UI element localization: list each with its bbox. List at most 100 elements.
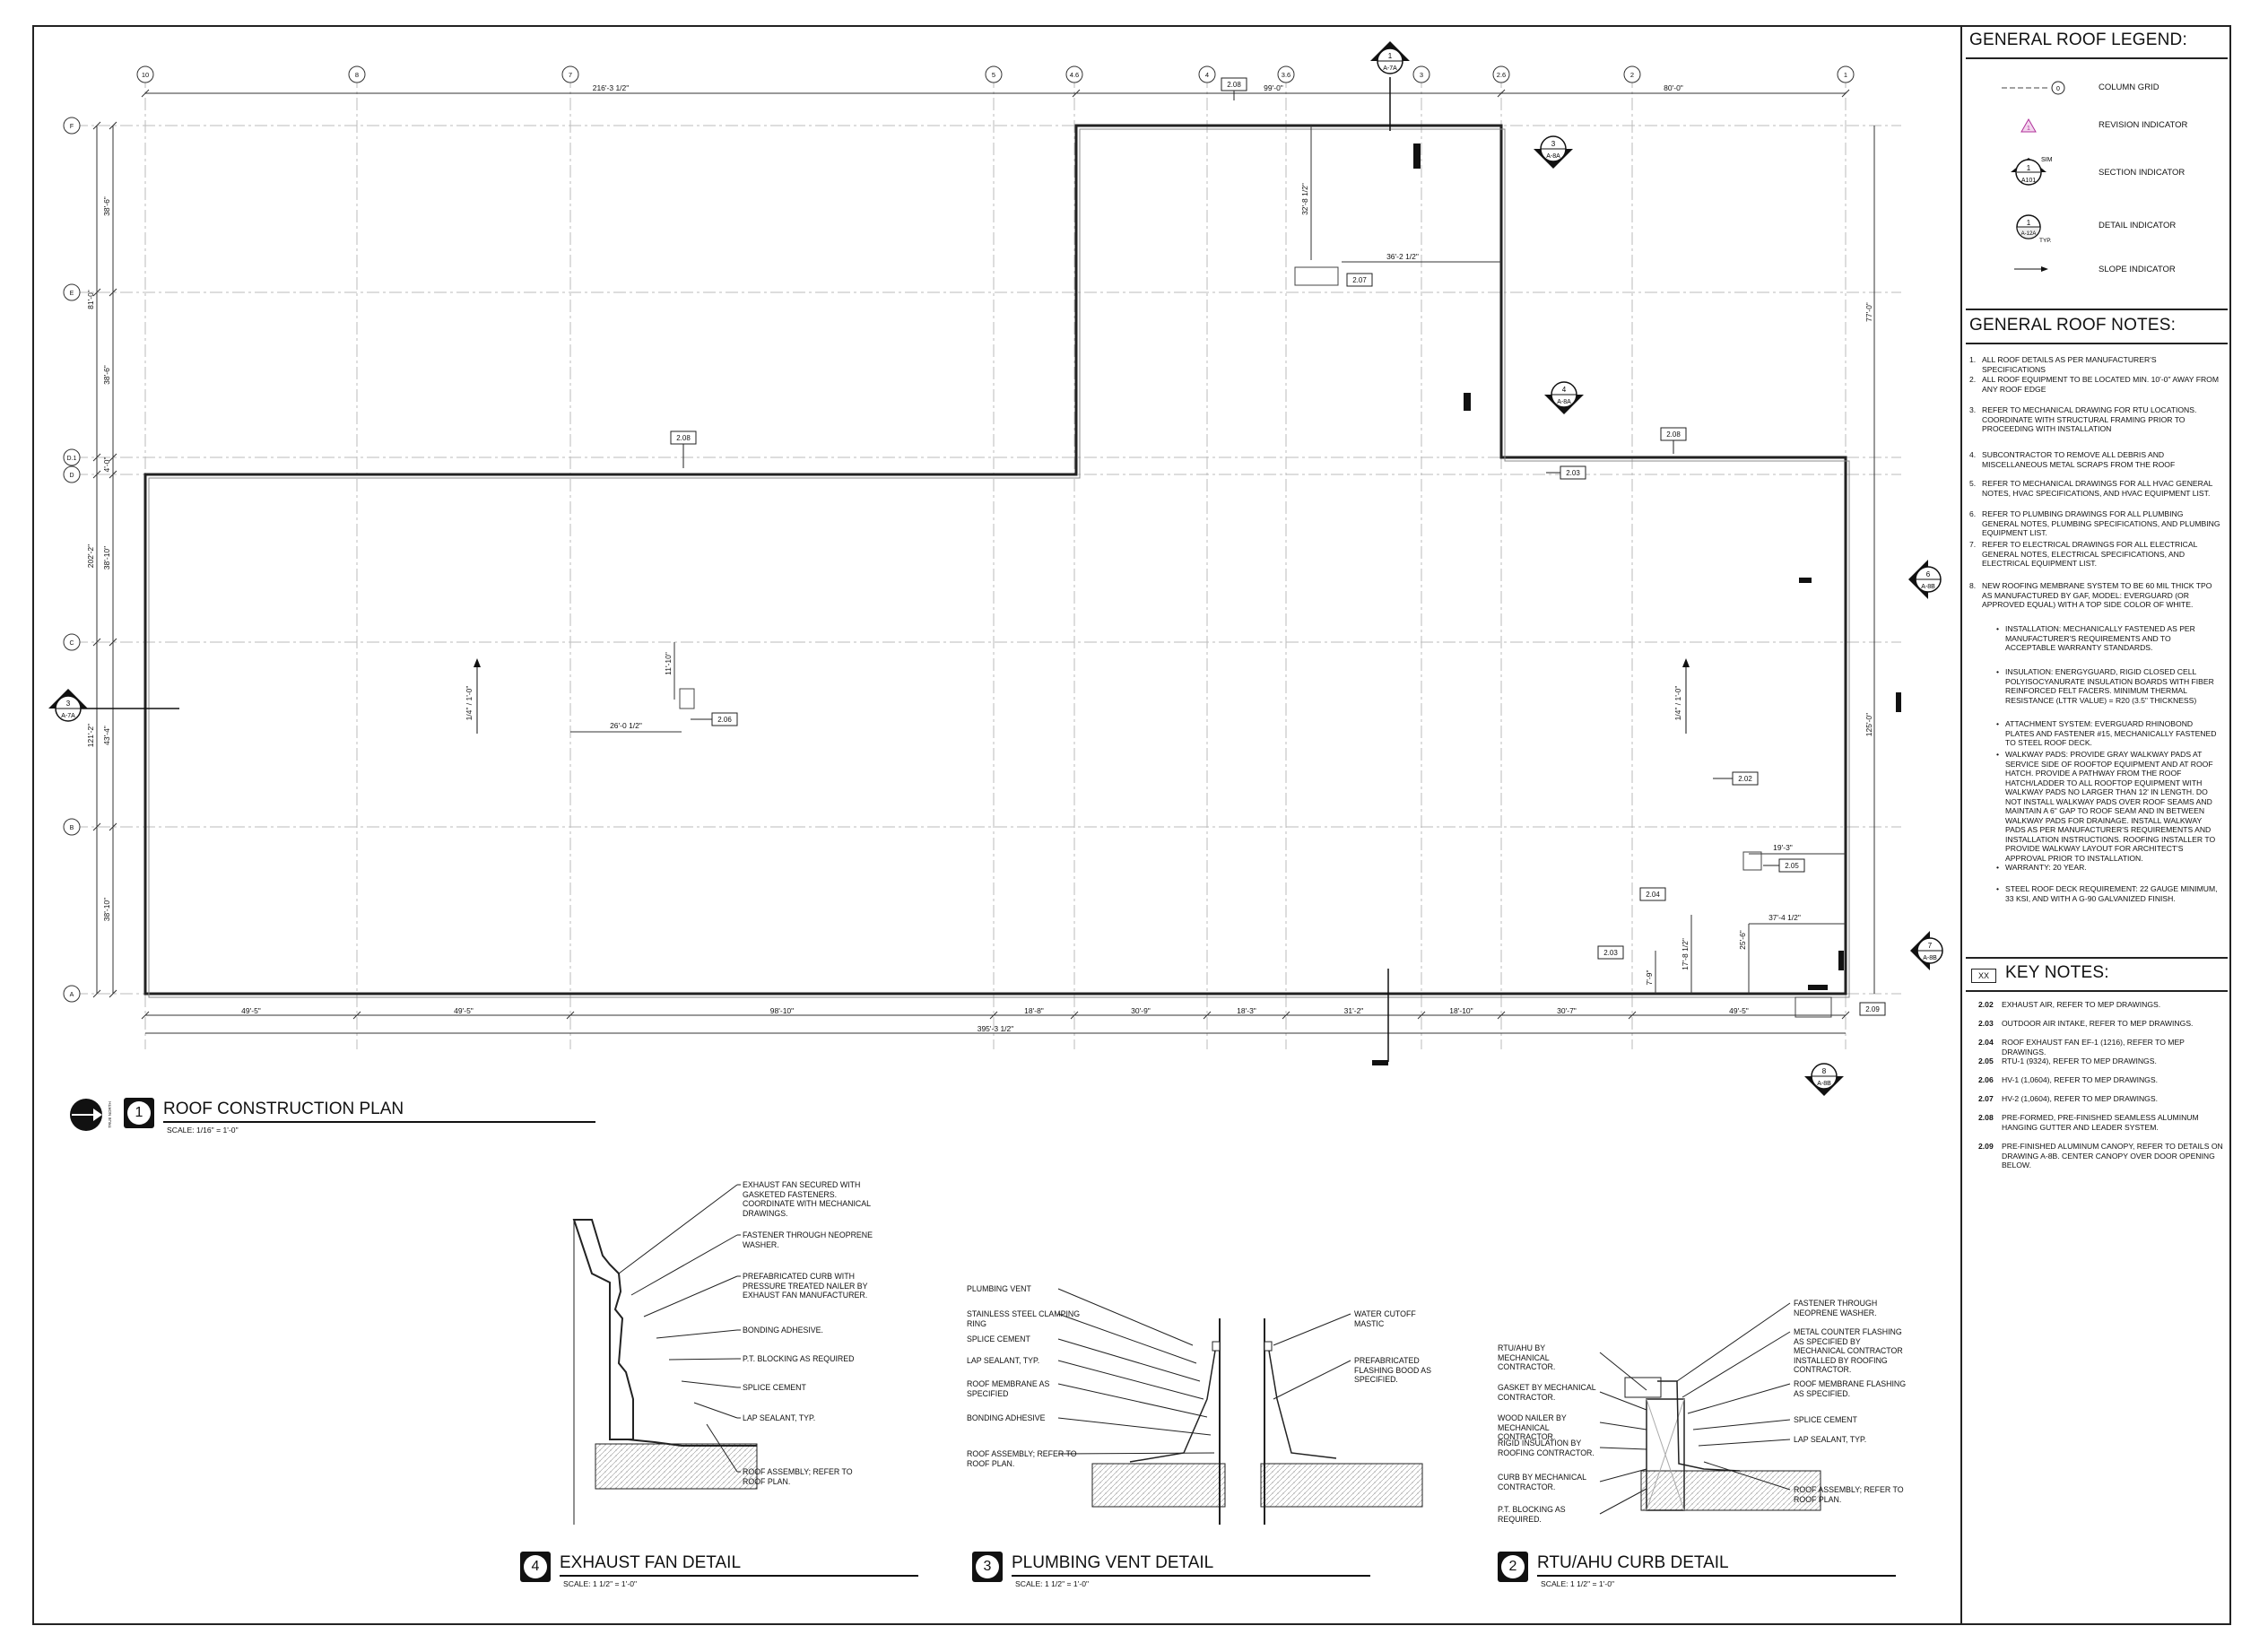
column-grid-label: 3 (1420, 71, 1423, 79)
dim-left-inner: 4'-0" (102, 457, 111, 473)
dim-bottom: 30'-7" (1557, 1006, 1577, 1015)
note-bullet: •WARRANTY: 20 YEAR. (1996, 863, 2087, 872)
dim-tick (141, 89, 150, 98)
callout-leader (1057, 1360, 1204, 1400)
dim-tick (1841, 89, 1850, 98)
rtu-curb-callout: LAP SEALANT, TYP. (1794, 1435, 1867, 1444)
section-num: 4 (1562, 386, 1567, 394)
plumbing-vent-callout: SPLICE CEMENT (967, 1335, 1030, 1343)
dim-top: 99'-0" (1264, 83, 1283, 92)
note-item: 6.REFER TO PLUMBING DRAWINGS FOR ALL PLU… (1969, 509, 2220, 537)
plumbing-vent-callout: ROOF MEMBRANE AS SPECIFIED (967, 1379, 1050, 1398)
section-marker: 4A-8A (1544, 381, 1584, 414)
dim-bottom: 18'-8" (1024, 1006, 1044, 1015)
dim-interior: 11'-10" (664, 652, 673, 675)
dim-interior: 25'-6" (1738, 930, 1747, 950)
rtu-curb-callout: ROOF MEMBRANE FLASHING AS SPECIFIED. (1794, 1379, 1907, 1398)
section-num: 3 (66, 700, 71, 708)
hv-2-unit (1294, 266, 1339, 286)
section-num: 6 (1926, 570, 1931, 578)
section-sheet: A-7A (61, 713, 75, 719)
dim-left: 81'-0" (86, 290, 95, 309)
callout-leader (1599, 1422, 1647, 1430)
sheet-border (32, 25, 2231, 1625)
notes-title: GENERAL ROOF NOTES: (1969, 316, 2177, 335)
dim-bottom: 18'-10" (1449, 1006, 1473, 1015)
row-grid-bubble (63, 448, 81, 466)
callout-leader (656, 1329, 738, 1339)
callout-leader (668, 1358, 738, 1361)
exhaust-fan-callout: LAP SEALANT, TYP. (743, 1413, 816, 1422)
row-grid-label: C (69, 640, 74, 647)
row-grid-bubble (63, 818, 81, 836)
column-grid-bubble (348, 65, 366, 83)
rtu-curb-callout: METAL COUNTER FLASHING AS SPECIFIED BY M… (1794, 1327, 1903, 1375)
dim-bottom: 98'-10" (770, 1006, 794, 1015)
note-bullet: •STEEL ROOF DECK REQUIREMENT: 22 GAUGE M… (1996, 884, 2218, 903)
dim-tick (141, 1011, 150, 1020)
exhaust-fan-callout: PREFABRICATED CURB WITH PRESSURE TREATED… (743, 1272, 868, 1300)
callout-leader (630, 1234, 738, 1296)
exhaust-fan-callout: P.T. BLOCKING AS REQUIRED (743, 1354, 855, 1363)
column-grid-label: 8 (355, 71, 359, 79)
plumbing-vent-callout: STAINLESS STEEL CLAMPING RING (967, 1309, 1081, 1328)
section-sheet: A-8B (1817, 1081, 1831, 1087)
column-grid-label: 7 (569, 71, 572, 79)
dim-interior: 19'-3" (1773, 843, 1793, 852)
rtu-curb-title: RTU/AHU CURB DETAIL (1537, 1553, 1729, 1572)
dim-bottom: 18'-3" (1237, 1006, 1256, 1015)
keynote-tag-label: 2.06 (717, 716, 732, 724)
section-sheet: A-7A (1383, 65, 1397, 72)
dim-tick (92, 822, 101, 831)
rtu-curb-callout: GASKET BY MECHANICAL CONTRACTOR. (1498, 1383, 1596, 1402)
counter-flashing (1657, 1380, 1741, 1472)
callout-leader (1057, 1383, 1208, 1418)
dim-tick (92, 121, 101, 130)
dim-tick (92, 453, 101, 462)
column-grid-bubble (1412, 65, 1430, 83)
dim-tick (1497, 1011, 1506, 1020)
note-item: 7.REFER TO ELECTRICAL DRAWINGS FOR ALL E… (1969, 540, 2198, 568)
note-item: 4.SUBCONTRACTOR TO REMOVE ALL DEBRIS AND… (1969, 450, 2176, 469)
plumbing-vent-drawing (1091, 1318, 1423, 1525)
dim-tick (566, 1011, 575, 1020)
section-marker: 7A-8B (1910, 931, 1943, 970)
plumbing-vent-callout: ROOF ASSEMBLY; REFER TO ROOF PLAN. (967, 1449, 1077, 1468)
roof-assembly-right (1260, 1463, 1423, 1508)
note-bullet: •ATTACHMENT SYSTEM: EVERGUARD RHINOBOND … (1996, 719, 2217, 747)
keynote-tag-label: 2.03 (1566, 469, 1580, 477)
wall-marker (1464, 393, 1471, 411)
callout-leader (1057, 1417, 1212, 1436)
keynotes-top-rule (1966, 957, 2228, 959)
exhaust-fan-callout: FASTENER THROUGH NEOPRENE WASHER. (743, 1230, 873, 1249)
hv-1-unit (679, 688, 695, 709)
plumbing-vent-callout: BONDING ADHESIVE (967, 1413, 1046, 1422)
dim-right: 77'-0" (1864, 302, 1873, 322)
roof-outline-inner (148, 128, 1850, 998)
dim-bottom: 30'-9" (1131, 1006, 1151, 1015)
curb (1646, 1398, 1685, 1511)
keynote-tag-label: 2.05 (1785, 862, 1799, 870)
plan-scale: SCALE: 1/16" = 1'-0" (167, 1126, 239, 1135)
column-grid-bubble (136, 65, 154, 83)
north-label: TRUE NORTH (108, 1101, 112, 1127)
plumbing-vent-callout: LAP SEALANT, TYP. (967, 1356, 1040, 1365)
callout-leader (706, 1423, 738, 1473)
row-grid-bubble (63, 465, 81, 483)
dim-left-inner: 38'-6" (102, 365, 111, 385)
section-marker: 3A-7A (48, 689, 88, 722)
dim-tick (1072, 89, 1081, 98)
roof-outline (143, 124, 1847, 996)
legend-title: GENERAL ROOF LEGEND: (1969, 30, 2187, 49)
section-num: 7 (1928, 942, 1933, 950)
dim-tick (109, 822, 117, 831)
section-sheet: A-8B (1921, 584, 1935, 590)
row-grid-bubble (63, 283, 81, 301)
callout-leader (1057, 1338, 1201, 1382)
fan-profile (572, 1219, 634, 1440)
notes-rule (1966, 343, 2228, 344)
column-grid-label: 1 (1844, 71, 1847, 79)
